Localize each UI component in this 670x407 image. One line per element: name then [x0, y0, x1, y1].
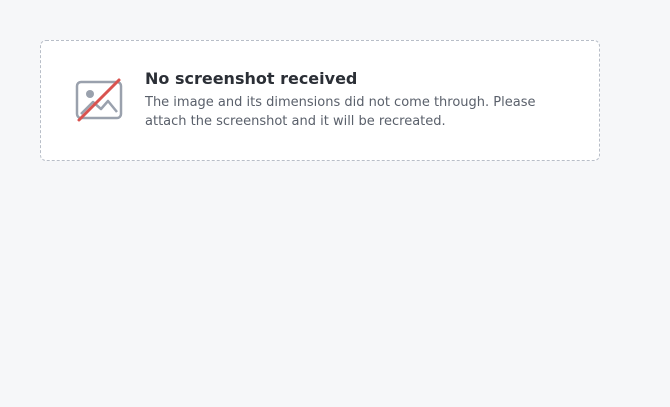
missing-image-notice: No screenshot received The image and its… — [40, 40, 600, 161]
notice-body: The image and its dimensions did not com… — [145, 95, 536, 129]
notice-title: No screenshot received — [145, 69, 358, 88]
missing-image-icon — [73, 74, 125, 126]
